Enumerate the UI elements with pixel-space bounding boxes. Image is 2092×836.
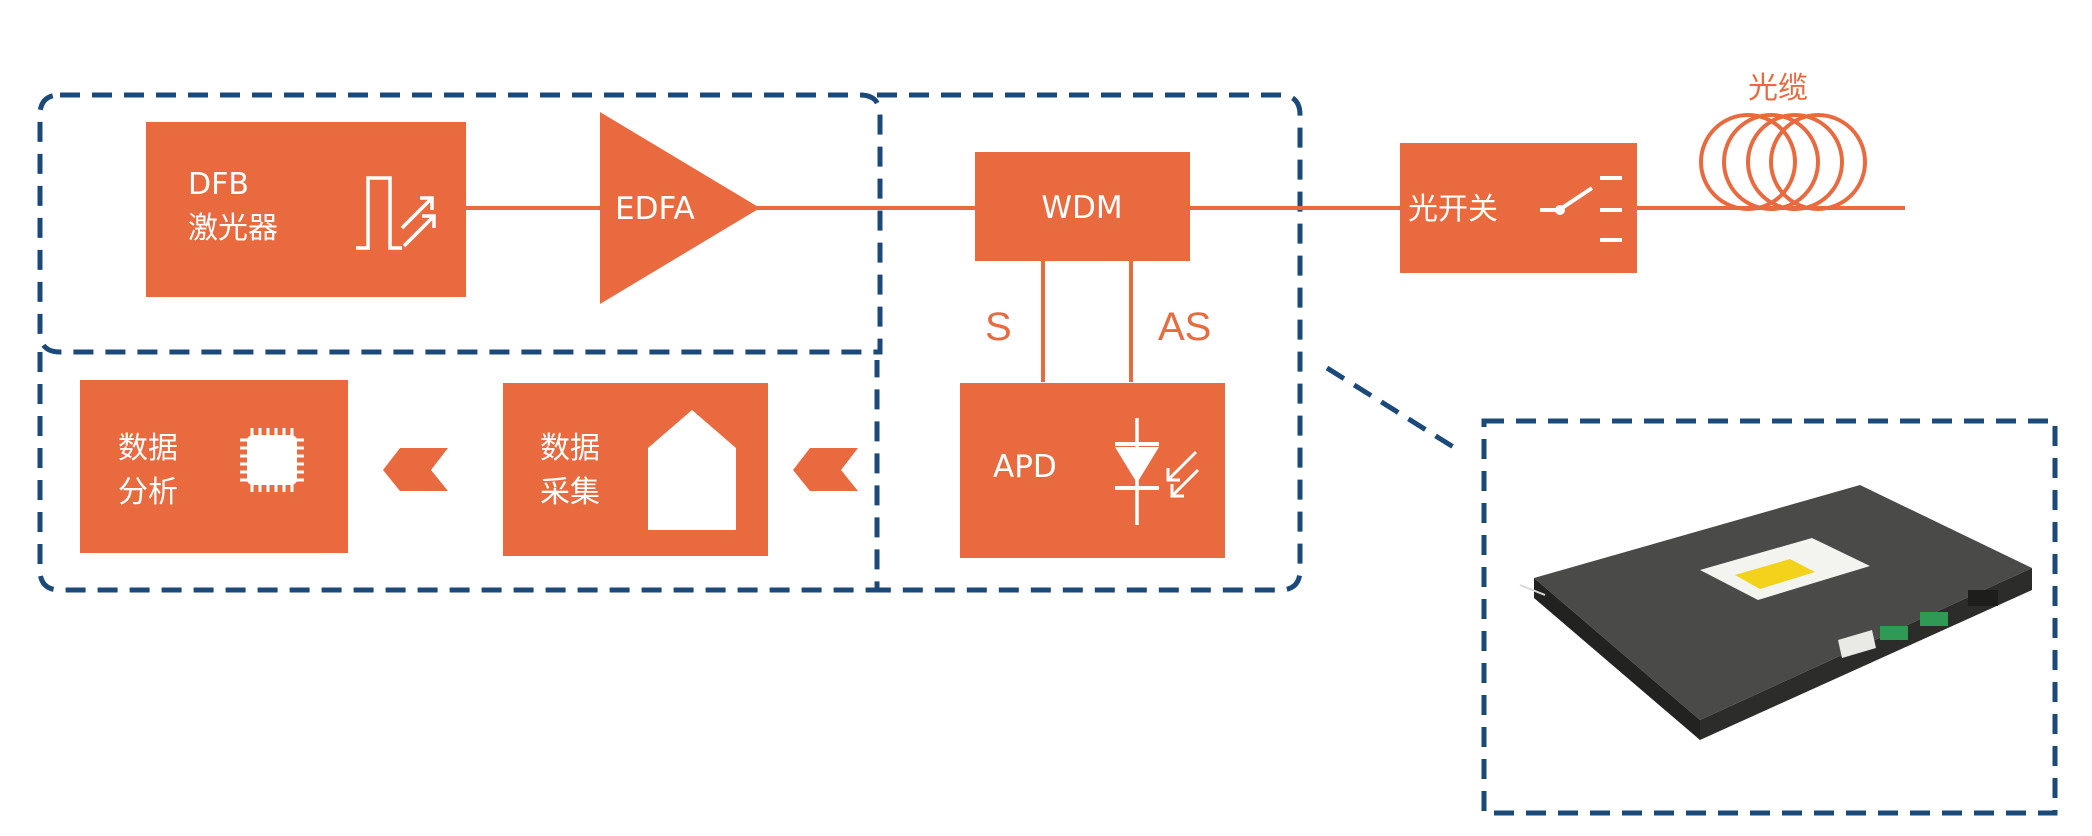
- device-front-face: [1534, 578, 1700, 740]
- anti-stokes-label: AS: [1158, 305, 1211, 349]
- connector-green-1: [1880, 626, 1908, 640]
- house-icon: [648, 410, 736, 530]
- chevron-left-icon: [793, 448, 858, 491]
- frame-optical-source: [37, 92, 883, 355]
- device-photo: [1519, 485, 2032, 740]
- module-frames: [37, 92, 2058, 816]
- data-acquisition-label-line2: 采集: [540, 475, 600, 510]
- dfb-laser-block: DFB 激光器: [146, 122, 466, 297]
- frame-processing: [37, 352, 880, 593]
- stokes-label: S: [985, 305, 1012, 349]
- device-tag: [1838, 630, 1876, 658]
- edfa-amplifier: EDFA: [600, 112, 760, 304]
- data-acquisition-label-line1: 数据: [540, 431, 600, 466]
- wdm-block: WDM: [975, 152, 1190, 261]
- frame-receiver: [877, 92, 1303, 593]
- dfb-label-line1: DFB: [188, 167, 249, 202]
- optical-switch-icon: [1540, 176, 1622, 242]
- warning-sticker: [1735, 559, 1815, 589]
- data-acquisition-block: 数据 采集: [503, 383, 768, 556]
- apd-label: APD: [993, 449, 1057, 485]
- device-top-face: [1534, 485, 2032, 720]
- data-analysis-label-line2: 分析: [118, 475, 178, 510]
- fiber-coil-icon: [1699, 113, 1867, 211]
- photodiode-icon: [1115, 418, 1200, 525]
- laser-pulse-icon: [356, 176, 436, 250]
- data-analysis-block: 数据 分析: [80, 380, 348, 553]
- optical-switch-label: 光开关: [1408, 192, 1498, 227]
- data-analysis-label-line1: 数据: [118, 431, 178, 466]
- connector-green-2: [1920, 612, 1948, 626]
- edfa-label: EDFA: [615, 191, 695, 227]
- chevron-left-icon: [383, 448, 448, 491]
- frame-product: [1481, 418, 2058, 816]
- cable-label: 光缆: [1748, 72, 1808, 105]
- optical-switch-block: 光开关: [1400, 143, 1637, 273]
- callout-line: [1325, 365, 1457, 451]
- connector-port: [1968, 590, 1998, 606]
- chip-icon: [240, 428, 304, 492]
- fiber-pigtail: [1519, 584, 1546, 596]
- wdm-label: WDM: [1041, 190, 1122, 226]
- apd-block: APD: [960, 383, 1225, 558]
- dfb-label-line2: 激光器: [188, 211, 278, 246]
- device-right-face: [1700, 568, 2032, 740]
